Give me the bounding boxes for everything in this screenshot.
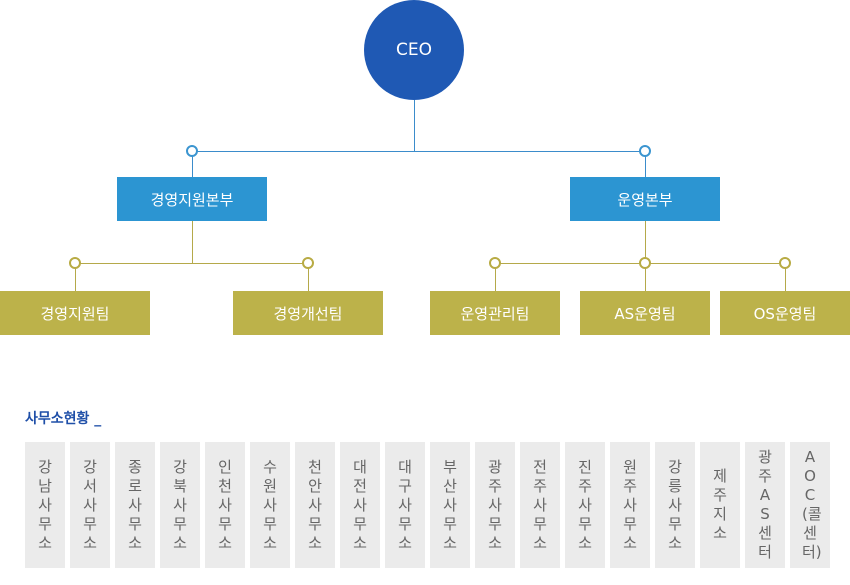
office-card: 천안사무소 <box>295 442 335 568</box>
team-left-horizontal <box>75 263 308 264</box>
team-box: 경영개선팀 <box>233 291 383 335</box>
office-card: 강남사무소 <box>25 442 65 568</box>
office-label: 종로사무소 <box>128 457 142 552</box>
ceo-label: CEO <box>396 40 432 60</box>
office-card: 인천사무소 <box>205 442 245 568</box>
ceo-vertical-line <box>414 100 415 151</box>
team-4-connector <box>645 263 646 291</box>
office-card: 광주사무소 <box>475 442 515 568</box>
division-box-operations: 운영본부 <box>570 177 720 221</box>
office-label: 제주지소 <box>713 467 727 542</box>
office-label: 부산사무소 <box>443 457 457 552</box>
division-label: 운영본부 <box>617 190 673 209</box>
office-card: 진주사무소 <box>565 442 605 568</box>
office-label: 천안사무소 <box>308 457 322 552</box>
office-section-title: 사무소현황 _ <box>25 411 102 427</box>
office-label: AOC(콜센터) <box>802 448 822 561</box>
ceo-node: CEO <box>364 0 464 100</box>
office-label: 광주AS센터 <box>758 448 772 561</box>
office-card: 원주사무소 <box>610 442 650 568</box>
office-card: 수원사무소 <box>250 442 290 568</box>
office-card: 강북사무소 <box>160 442 200 568</box>
office-label: 강릉사무소 <box>668 457 682 552</box>
division-1-connector <box>192 151 193 177</box>
office-card: 종로사무소 <box>115 442 155 568</box>
team-box: 운영관리팀 <box>430 291 560 335</box>
team-box: 경영지원팀 <box>0 291 150 335</box>
office-label: 원주사무소 <box>623 457 637 552</box>
team-5-dot <box>779 257 791 269</box>
office-card: 제주지소 <box>700 442 740 568</box>
team-2-dot <box>302 257 314 269</box>
office-card: 전주사무소 <box>520 442 560 568</box>
team-4-dot <box>639 257 651 269</box>
office-label: 광주사무소 <box>488 457 502 552</box>
division-horizontal-line <box>192 151 645 152</box>
team-label: OS운영팀 <box>753 304 817 323</box>
office-label: 강서사무소 <box>83 457 97 552</box>
division-2-connector <box>645 151 646 177</box>
office-card: 부산사무소 <box>430 442 470 568</box>
office-label: 진주사무소 <box>578 457 592 552</box>
team-left-stem <box>192 221 193 263</box>
office-card: 광주AS센터 <box>745 442 785 568</box>
division-1-dot <box>186 145 198 157</box>
team-2-connector <box>308 263 309 291</box>
team-right-stem <box>645 221 646 263</box>
office-card: 대구사무소 <box>385 442 425 568</box>
team-box: OS운영팀 <box>720 291 850 335</box>
office-label: 전주사무소 <box>533 457 547 552</box>
office-label: 인천사무소 <box>218 457 232 552</box>
office-card: AOC(콜센터) <box>790 442 830 568</box>
office-label: 대구사무소 <box>398 457 412 552</box>
team-box: AS운영팀 <box>580 291 710 335</box>
division-2-dot <box>639 145 651 157</box>
division-label: 경영지원본부 <box>150 190 234 209</box>
office-card: 강서사무소 <box>70 442 110 568</box>
office-label: 강북사무소 <box>173 457 187 552</box>
team-3-connector <box>495 263 496 291</box>
office-label: 강남사무소 <box>38 457 52 552</box>
team-1-connector <box>75 263 76 291</box>
team-label: 경영지원팀 <box>40 304 110 323</box>
team-1-dot <box>69 257 81 269</box>
team-label: AS운영팀 <box>614 304 676 323</box>
office-label: 수원사무소 <box>263 457 277 552</box>
team-3-dot <box>489 257 501 269</box>
team-label: 경영개선팀 <box>273 304 343 323</box>
team-label: 운영관리팀 <box>460 304 530 323</box>
office-card: 대전사무소 <box>340 442 380 568</box>
team-5-connector <box>785 263 786 291</box>
division-box-management: 경영지원본부 <box>117 177 267 221</box>
office-card: 강릉사무소 <box>655 442 695 568</box>
office-label: 대전사무소 <box>353 457 367 552</box>
